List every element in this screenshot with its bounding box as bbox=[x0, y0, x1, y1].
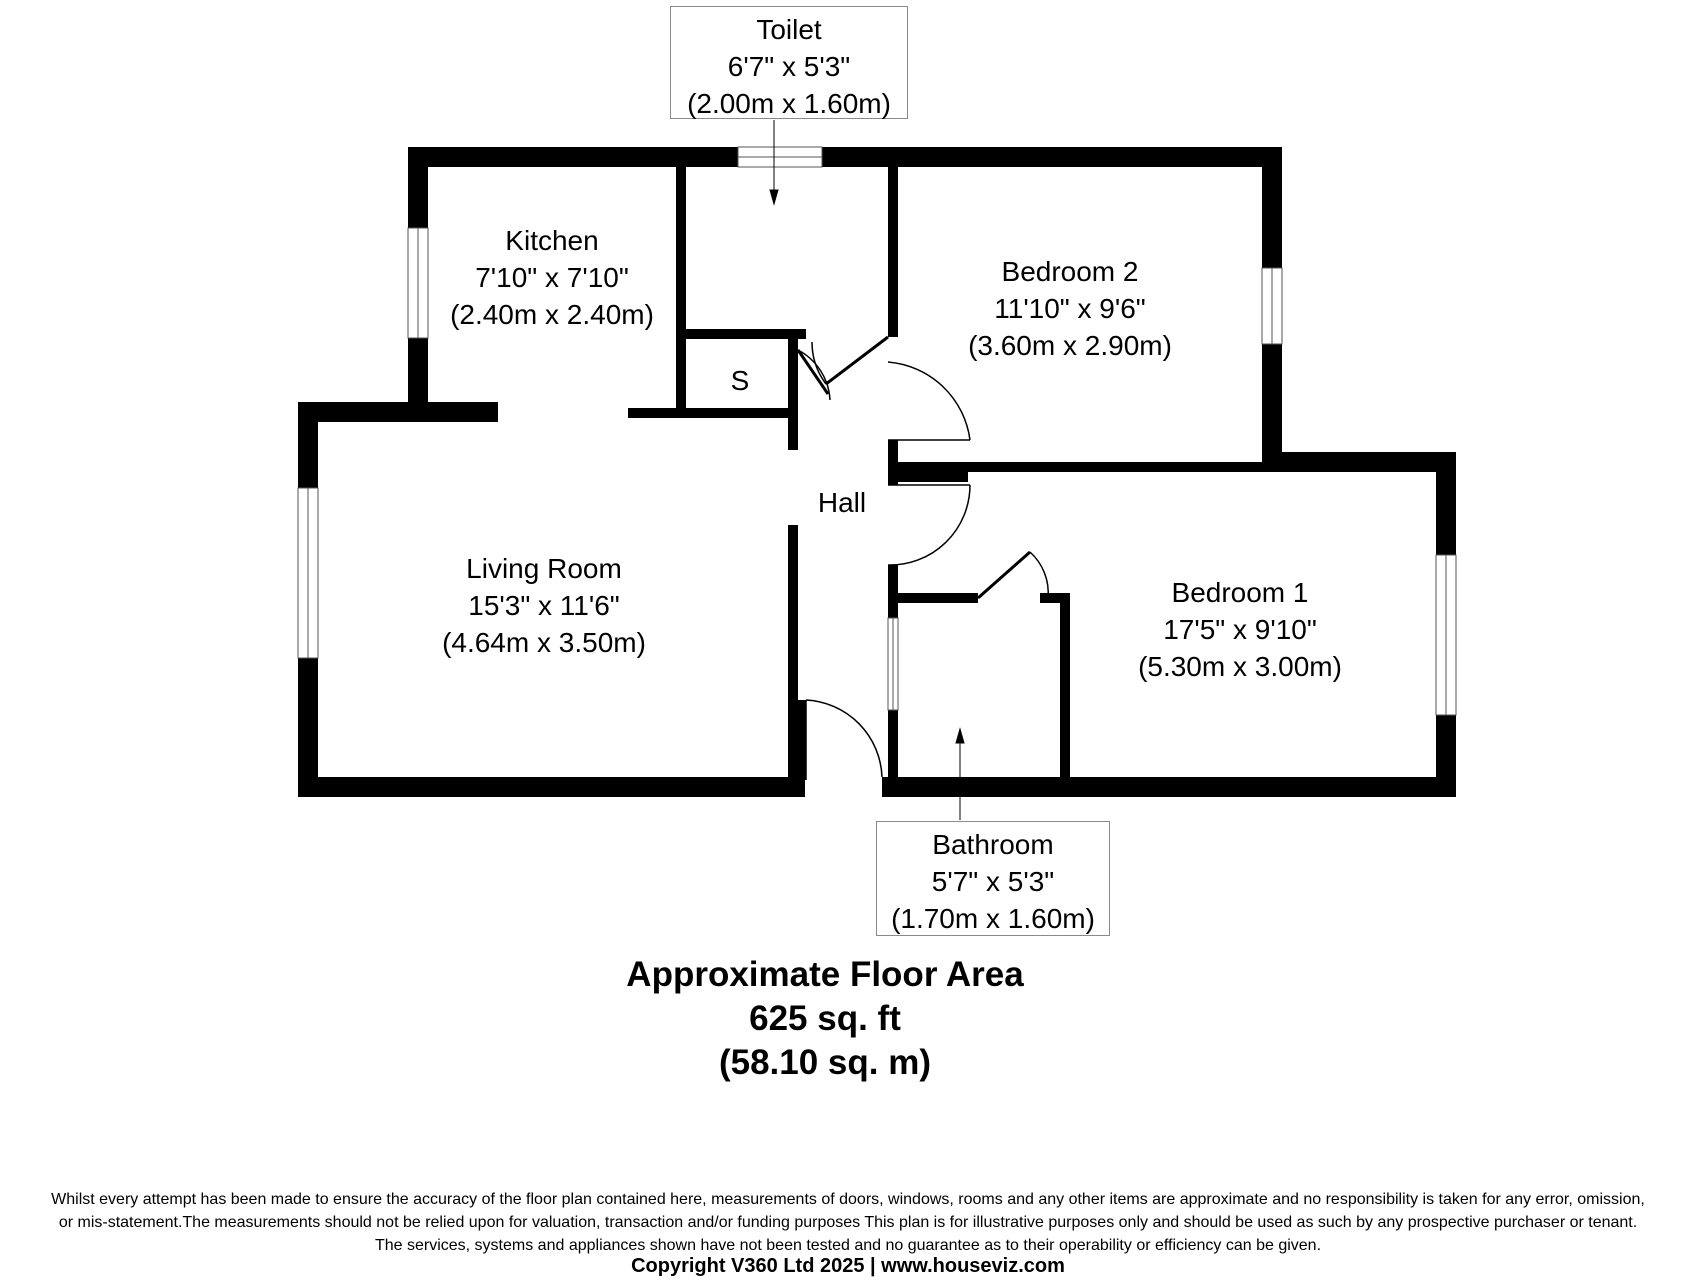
wall-kitchen-toilet bbox=[676, 157, 686, 412]
wall-living-top-right bbox=[628, 408, 788, 418]
kitchen-metric: (2.40m x 2.40m) bbox=[450, 299, 654, 330]
bedroom1-metric: (5.30m x 3.00m) bbox=[1138, 651, 1342, 682]
floor-area-imperial: 625 sq. ft bbox=[749, 999, 901, 1038]
kitchen-name: Kitchen bbox=[505, 225, 599, 256]
toilet-pointer bbox=[769, 120, 779, 206]
wall-bedroom1-top-right bbox=[1262, 452, 1456, 472]
bedroom2-metric: (3.60m x 2.90m) bbox=[968, 330, 1172, 361]
window-living bbox=[297, 487, 319, 659]
wall-living-hall-lower bbox=[788, 525, 798, 780]
floor-area-heading: Approximate Floor Area bbox=[626, 955, 1024, 994]
windows bbox=[297, 146, 1457, 716]
bedroom2-imperial: 11'10" x 9'6" bbox=[994, 293, 1146, 324]
disclaimer-line-1: Whilst every attempt has been made to en… bbox=[51, 1191, 1645, 1208]
floor-area-metric: (58.10 sq. m) bbox=[718, 1043, 932, 1082]
wall-hall-bath-upper bbox=[888, 565, 898, 600]
copyright: Copyright V360 Ltd 2025 | www.houseviz.c… bbox=[631, 1255, 1065, 1277]
window-bedroom1 bbox=[1435, 554, 1457, 716]
hall-label: Hall bbox=[800, 484, 884, 521]
door-entrance bbox=[798, 699, 883, 780]
bedroom1-name: Bedroom 1 bbox=[1171, 577, 1309, 608]
toilet-metric: (2.00m x 1.60m) bbox=[687, 88, 891, 119]
disclaimer-line-2: or mis-statement.The measurements should… bbox=[58, 1214, 1638, 1231]
wall-store-top bbox=[676, 329, 806, 339]
wall-bath-bedroom1 bbox=[1060, 593, 1070, 778]
toilet-label: Toilet 6'7" x 5'3" (2.00m x 1.60m) bbox=[670, 6, 908, 119]
wall-toilet-bedroom2 bbox=[888, 157, 898, 337]
disclaimer: Whilst every attempt has been made to en… bbox=[0, 1188, 1696, 1257]
living-room-imperial: 15'3" x 11'6" bbox=[468, 590, 620, 621]
living-room-name: Living Room bbox=[466, 553, 622, 584]
door-bedroom1 bbox=[887, 484, 971, 566]
floor-area-summary: Approximate Floor Area 625 sq. ft (58.10… bbox=[0, 953, 1650, 1085]
store-label: S bbox=[720, 362, 760, 399]
kitchen-label: Kitchen 7'10" x 7'10" (2.40m x 2.40m) bbox=[432, 222, 672, 333]
wall-living-top-left bbox=[298, 402, 498, 422]
living-room-metric: (4.64m x 3.50m) bbox=[442, 627, 646, 658]
bedroom2-label: Bedroom 2 11'10" x 9'6" (3.60m x 2.90m) bbox=[950, 253, 1190, 364]
wall-store-stub bbox=[788, 339, 798, 419]
wall-living-bottom bbox=[298, 777, 805, 797]
bathroom-label: Bathroom 5'7" x 5'3" (1.70m x 1.60m) bbox=[876, 821, 1110, 936]
toilet-imperial: 6'7" x 5'3" bbox=[727, 51, 851, 82]
living-room-label: Living Room 15'3" x 11'6" (4.64m x 3.50m… bbox=[424, 550, 664, 661]
window-kitchen bbox=[407, 227, 429, 339]
bedroom1-label: Bedroom 1 17'5" x 9'10" (5.30m x 3.00m) bbox=[1120, 574, 1360, 685]
window-bathroom bbox=[887, 617, 899, 711]
bathroom-name: Bathroom bbox=[932, 829, 1054, 860]
wall-bedroom1-top bbox=[888, 472, 968, 482]
wall-bedroom1-bottom bbox=[882, 777, 1456, 797]
wall-top bbox=[408, 147, 1282, 167]
door-store bbox=[796, 349, 831, 401]
store-name: S bbox=[730, 365, 750, 396]
door-bedroom2 bbox=[887, 361, 971, 441]
wall-bath-top-right bbox=[1040, 593, 1070, 603]
bathroom-pointer bbox=[955, 727, 965, 820]
bathroom-imperial: 5'7" x 5'3" bbox=[931, 866, 1055, 897]
window-toilet bbox=[737, 146, 823, 168]
toilet-name: Toilet bbox=[756, 14, 822, 45]
window-bedroom2 bbox=[1261, 267, 1283, 345]
bedroom1-imperial: 17'5" x 9'10" bbox=[1163, 614, 1317, 645]
disclaimer-line-3: The services, systems and appliances sho… bbox=[374, 1237, 1322, 1254]
doors bbox=[796, 335, 1049, 780]
door-bathroom bbox=[977, 550, 1049, 600]
bedroom2-name: Bedroom 2 bbox=[1001, 256, 1139, 287]
bathroom-metric: (1.70m x 1.60m) bbox=[891, 903, 1095, 934]
kitchen-imperial: 7'10" x 7'10" bbox=[475, 262, 629, 293]
wall-bedroom2-bottom bbox=[888, 462, 1272, 472]
label-pointers bbox=[769, 120, 965, 820]
wall-living-hall-upper bbox=[788, 408, 798, 450]
hall-name: Hall bbox=[817, 487, 867, 518]
wall-bath-top bbox=[898, 593, 978, 603]
